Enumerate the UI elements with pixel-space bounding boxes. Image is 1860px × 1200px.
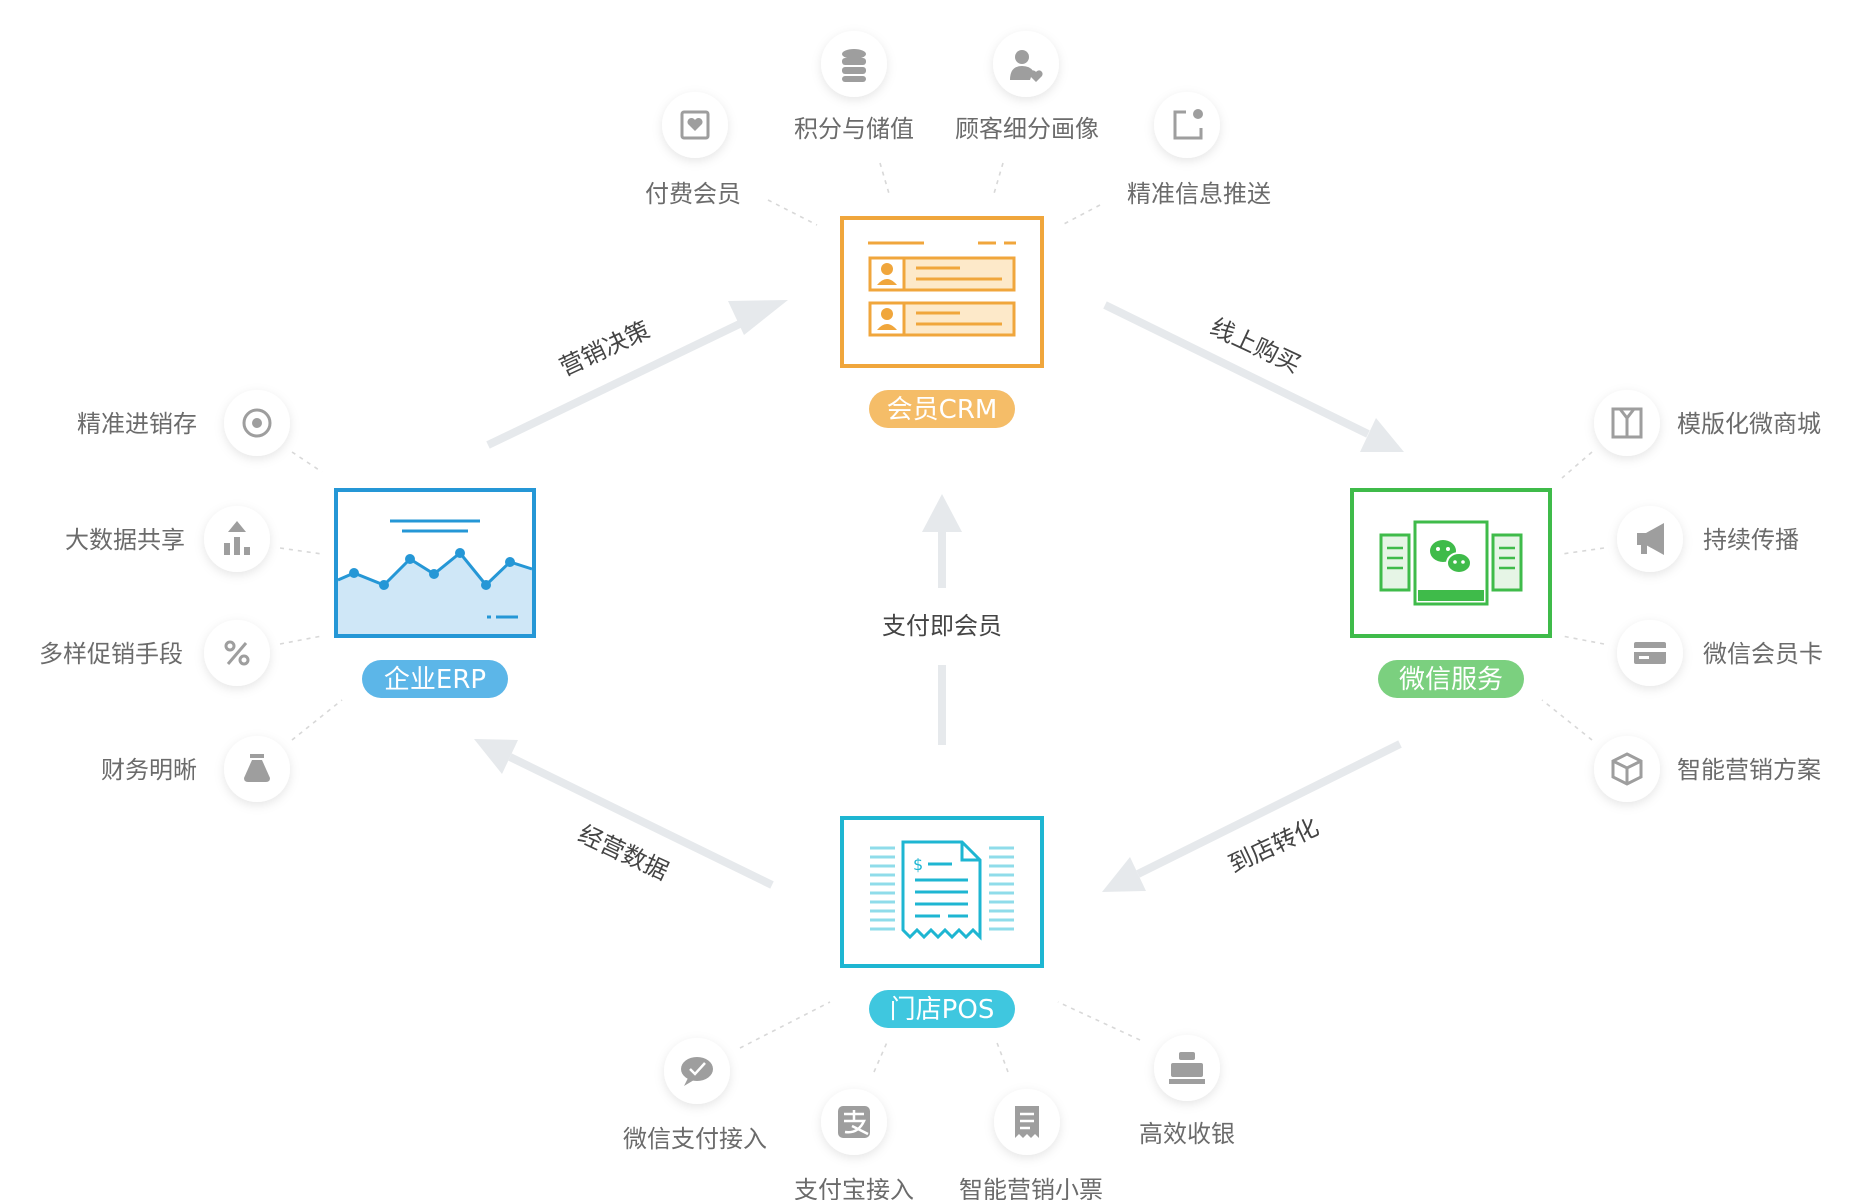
- percent-icon: [224, 640, 250, 666]
- feature-alipay: 支付宝接入: [794, 1039, 914, 1200]
- svg-text:会员CRM: 会员CRM: [887, 395, 998, 425]
- svg-text:企业ERP: 企业ERP: [384, 665, 486, 695]
- hub-pos: $: [840, 816, 1044, 968]
- svg-text:微信服务: 微信服务: [1399, 665, 1503, 695]
- feature-paid-membership: 付费会员: [645, 92, 818, 226]
- hub-label-pos: 门店POS: [869, 990, 1015, 1028]
- arrow-crm-to-wechat: [1103, 301, 1404, 452]
- money-bag-icon: [244, 754, 270, 782]
- flow-label-pos-to-crm: 支付即会员: [882, 612, 1002, 640]
- svg-text:支付宝接入: 支付宝接入: [794, 1176, 914, 1200]
- feature-continuous-spread: 持续传播: [1561, 506, 1799, 572]
- storefront-icon: [1611, 407, 1643, 439]
- megaphone-icon: [1637, 523, 1664, 555]
- cube-icon: [1611, 752, 1643, 786]
- hub-erp: [334, 488, 536, 638]
- feature-big-data: 大数据共享: [65, 506, 323, 572]
- member-card-row-1: [868, 256, 1016, 292]
- coins-stack-icon: [842, 49, 866, 82]
- member-card-row-2: [868, 301, 1016, 337]
- svg-text:持续传播: 持续传播: [1703, 526, 1799, 554]
- feature-promotions: 多样促销手段: [39, 620, 323, 686]
- arrow-pos-to-erp: [474, 739, 774, 889]
- svg-text:付费会员: 付费会员: [645, 180, 741, 208]
- hub-label-wechat: 微信服务: [1378, 660, 1524, 698]
- svg-text:积分与储值: 积分与储值: [794, 115, 914, 143]
- flow-label-crm-to-wechat: 线上购买: [1206, 313, 1305, 379]
- svg-text:微信支付接入: 微信支付接入: [623, 1125, 767, 1153]
- feature-member-card: 微信会员卡: [1561, 620, 1823, 686]
- member-card-icon: [1634, 642, 1666, 664]
- svg-text:多样促销手段: 多样促销手段: [39, 640, 183, 668]
- svg-text:$: $: [913, 855, 923, 874]
- svg-text:智能营销方案: 智能营销方案: [1677, 756, 1821, 784]
- hub-crm: [840, 216, 1044, 368]
- notification-icon: [1173, 109, 1203, 140]
- feature-smart-receipt: 智能营销小票: [959, 1039, 1103, 1200]
- feature-finance: 财务明晰: [101, 699, 343, 802]
- svg-text:精准进销存: 精准进销存: [77, 410, 197, 438]
- feature-precise-push: 精准信息推送: [1061, 92, 1271, 226]
- feature-smart-marketing: 智能营销方案: [1541, 699, 1821, 802]
- user-heart-icon: [1010, 50, 1043, 82]
- svg-text:智能营销小票: 智能营销小票: [959, 1176, 1103, 1200]
- arrow-pos-to-crm: [922, 494, 962, 745]
- wechat-pay-icon: [681, 1057, 713, 1086]
- cash-register-icon: [1169, 1052, 1205, 1084]
- svg-text:精准信息推送: 精准信息推送: [1127, 180, 1271, 208]
- feature-inventory: 精准进销存: [77, 390, 323, 473]
- hub-wechat: [1350, 488, 1552, 638]
- alipay-icon: [838, 1106, 870, 1138]
- bar-upload-icon: [224, 521, 250, 555]
- receipt-icon: [1015, 1106, 1039, 1138]
- svg-text:模版化微商城: 模版化微商城: [1677, 410, 1821, 438]
- feature-wechat-pay: 微信支付接入: [623, 1001, 831, 1153]
- arrow-erp-to-crm: [486, 300, 788, 449]
- feature-efficient-checkout: 高效收银: [1057, 1001, 1235, 1148]
- arrow-wechat-to-pos: [1102, 740, 1402, 892]
- svg-text:顾客细分画像: 顾客细分画像: [955, 115, 1099, 143]
- svg-text:门店POS: 门店POS: [890, 995, 995, 1025]
- heart-card-icon: [680, 110, 710, 140]
- svg-text:微信会员卡: 微信会员卡: [1703, 640, 1823, 668]
- svg-text:财务明晰: 财务明晰: [101, 756, 197, 784]
- feature-points-stored-value: 积分与储值: [794, 31, 914, 198]
- feature-customer-segmentation: 顾客细分画像: [955, 31, 1099, 198]
- svg-text:大数据共享: 大数据共享: [65, 526, 185, 554]
- hub-label-crm: 会员CRM: [869, 390, 1015, 428]
- feature-micro-mall: 模版化微商城: [1561, 390, 1821, 479]
- target-icon: [242, 408, 272, 438]
- hub-label-erp: 企业ERP: [362, 660, 508, 698]
- svg-text:高效收银: 高效收银: [1139, 1120, 1235, 1148]
